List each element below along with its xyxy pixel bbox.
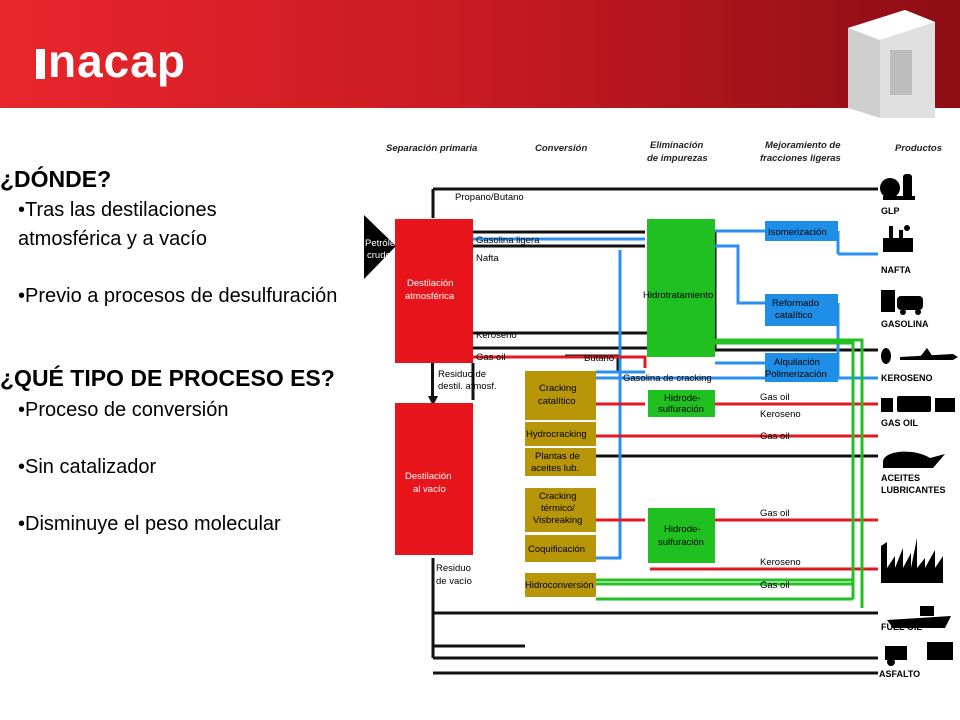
stream-residuo-atm-1: Residuo de (438, 369, 486, 380)
question-process-type: ¿QUÉ TIPO DE PROCESO ES? (0, 365, 335, 391)
stream-gasoil: Gas oil (476, 352, 506, 363)
feed-label-1: Petróleo (365, 238, 400, 249)
alkylation-label-1: Alquilación (774, 357, 820, 368)
reforming-label-2: catalítico (775, 310, 813, 321)
atm-distillation-label-2: atmosférica (405, 291, 455, 302)
stream-gasolina-ligera: Gasolina ligera (476, 235, 540, 246)
stream-keroseno-2: Keroseno (760, 409, 801, 420)
bullet-atm-vacuum: atmosférica y a vacío (18, 228, 207, 250)
stream-gasolina-cracking: Gasolina de cracking (623, 373, 712, 384)
gasolina-icon (881, 290, 923, 315)
lube-plants-unit (525, 448, 596, 476)
vacuum-distillation-unit (395, 403, 473, 555)
stream-gasoil-2: Gas oil (760, 431, 790, 442)
product-lubricantes: LUBRICANTES (881, 485, 946, 495)
col-productos: Productos (895, 143, 942, 154)
gasoil-icon (881, 396, 955, 412)
thermal-cracking-label-1: Cracking (539, 491, 577, 502)
hds2-label-2: sulfuración (658, 537, 704, 548)
col-conversion: Conversión (535, 143, 587, 154)
nafta-icon (883, 225, 913, 252)
alkylation-unit (765, 353, 838, 382)
product-gasolina: GASOLINA (881, 319, 929, 329)
col-eliminacion: Eliminación (650, 140, 704, 151)
hydrotreating-label: Hidrotratamiento (643, 290, 713, 301)
coking-unit (525, 535, 596, 562)
stream-propano: Propano/Butano (455, 192, 524, 203)
atm-residue-connector (431, 363, 434, 398)
hds1-label-1: Hidrode- (664, 393, 700, 404)
product-aceites: ACEITES (881, 473, 920, 483)
product-gasoil: GAS OIL (881, 418, 919, 428)
asfalto-icon (885, 642, 953, 666)
col-fracciones: fracciones ligeras (760, 153, 841, 164)
reforming-unit (765, 294, 838, 326)
stream-gasoil-3: Gas oil (760, 508, 790, 519)
stream-butano: Butano (584, 353, 614, 364)
header-banner (0, 0, 960, 108)
question-where: ¿DÓNDE? (0, 166, 112, 192)
stream-keroseno-3: Keroseno (760, 557, 801, 568)
inacap-logo: nacap (36, 36, 186, 86)
isomerization-unit (765, 221, 838, 241)
cat-cracking-unit (525, 371, 596, 420)
green-stream-lines (596, 338, 864, 608)
refinery-flow-diagram: Separación primaria Conversión Eliminaci… (364, 140, 958, 679)
aceites-icon (883, 451, 945, 468)
atm-distillation-unit (395, 219, 473, 363)
cat-cracking-label-2: catalítico (538, 396, 576, 407)
product-nafta: NAFTA (881, 265, 911, 275)
hydrocracking-label: Hydrocracking (526, 429, 587, 440)
fuel-oil-icon (881, 538, 951, 628)
product-asfalto: ASFALTO (879, 669, 920, 679)
hydrocracking-unit (525, 422, 596, 446)
bullet-conversion: •Proceso de conversión (18, 399, 229, 421)
hydroconversion-label: Hidroconversión (525, 580, 594, 591)
bullet-after-distillation: •Tras las destilaciones (18, 199, 217, 221)
thermal-cracking-unit (525, 488, 596, 532)
col-separacion: Separación primaria (386, 143, 477, 154)
col-impurezas: de impurezas (647, 153, 708, 164)
vacuum-distillation-label-1: Destilación (405, 471, 451, 482)
bullet-before-desulfurization: •Previo a procesos de desulfuración (18, 285, 338, 307)
vacuum-distillation-label-2: al vacío (413, 484, 446, 495)
thermal-cracking-label-3: Visbreaking (533, 515, 582, 526)
lube-plants-label-2: aceites lub. (531, 463, 579, 474)
hds-unit-2 (648, 508, 715, 563)
col-mejoramiento: Mejoramiento de (765, 140, 841, 151)
atm-distillation-label-1: Destilación (407, 278, 453, 289)
stream-residuo-vacio-2: de vacío (436, 576, 472, 587)
stream-residuo-vacio-1: Residuo (436, 563, 471, 574)
cat-cracking-label-1: Cracking (539, 383, 577, 394)
hds1-label-2: sulfuración (658, 404, 704, 415)
isomerization-label: Isomerización (768, 227, 827, 238)
stream-gasoil-1: Gas oil (760, 392, 790, 403)
hydroconversion-unit (525, 573, 596, 597)
product-keroseno: KEROSENO (881, 373, 933, 383)
coking-label: Coquificación (528, 544, 585, 555)
thermal-cracking-label-2: térmico/ (541, 503, 575, 514)
stream-nafta: Nafta (476, 253, 499, 264)
lube-plants-label-1: Plantas de (535, 451, 580, 462)
cube-emblem (848, 10, 935, 118)
alkylation-label-2: Polimerización (765, 369, 827, 380)
hds2-label-1: Hidrode- (664, 524, 700, 535)
keroseno-icon (881, 348, 958, 364)
reforming-label-1: Reformado (772, 298, 819, 309)
arrow-down-vacuum (428, 396, 438, 406)
hydrotreating-unit (647, 219, 715, 357)
red-stream-lines (473, 355, 878, 571)
product-glp: GLP (881, 206, 900, 216)
hds-unit-1 (648, 390, 715, 417)
stream-gasoil-4: Gas oil (760, 580, 790, 591)
glp-icon (880, 174, 915, 200)
product-fuel-oil: FUEL OIL (881, 622, 922, 632)
feed-label-2: crudo (367, 250, 391, 261)
bullet-no-catalyst: •Sin catalizador (18, 456, 157, 478)
stream-keroseno: Keroseno (476, 330, 517, 341)
stream-residuo-atm-2: destil. atmosf. (438, 381, 497, 392)
blue-stream-lines (473, 229, 878, 560)
crude-feed-triangle (364, 215, 396, 279)
bullet-lower-molecular-weight: •Disminuye el peso molecular (18, 513, 281, 535)
